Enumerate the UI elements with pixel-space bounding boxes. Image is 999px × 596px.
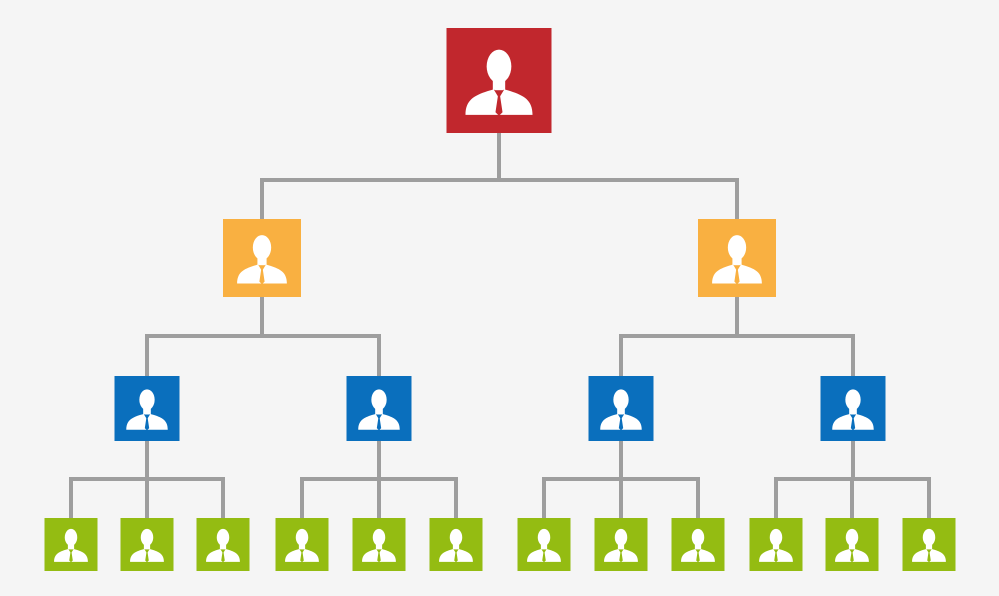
tie-shape — [375, 413, 383, 431]
tie-shape — [493, 89, 505, 116]
tie-shape — [68, 548, 74, 563]
org-node-level-3 — [820, 376, 886, 441]
org-node-level-4 — [196, 518, 250, 571]
org-node-level-4 — [749, 518, 803, 571]
org-node-level-4 — [671, 518, 725, 571]
tie-shape — [695, 548, 701, 563]
tie-shape — [618, 548, 624, 563]
tie-shape — [258, 264, 266, 285]
tie-shape — [144, 548, 150, 563]
org-node-level-3 — [588, 376, 654, 441]
tie-shape — [453, 548, 459, 563]
org-node-level-4 — [902, 518, 956, 571]
tie-shape — [849, 548, 855, 563]
org-node-level-2 — [698, 219, 776, 297]
org-node-level-4 — [275, 518, 329, 571]
org-node-level-1 — [446, 28, 552, 133]
tie-shape — [617, 413, 625, 431]
tie-shape — [926, 548, 932, 563]
org-node-level-4 — [825, 518, 879, 571]
tie-shape — [541, 548, 547, 563]
org-node-level-4 — [120, 518, 174, 571]
tie-shape — [849, 413, 857, 431]
tie-shape — [773, 548, 779, 563]
org-node-level-2 — [223, 219, 301, 297]
org-nodes — [44, 28, 956, 571]
org-node-level-4 — [517, 518, 571, 571]
org-node-level-4 — [352, 518, 406, 571]
connector-lines — [69, 131, 931, 520]
tie-shape — [376, 548, 382, 563]
org-node-level-3 — [114, 376, 180, 441]
org-node-level-4 — [594, 518, 648, 571]
tie-shape — [143, 413, 151, 431]
org-node-level-4 — [44, 518, 98, 571]
tie-shape — [299, 548, 305, 563]
org-node-level-4 — [429, 518, 483, 571]
tie-shape — [220, 548, 226, 563]
tie-shape — [733, 264, 741, 285]
org-node-level-3 — [346, 376, 412, 441]
